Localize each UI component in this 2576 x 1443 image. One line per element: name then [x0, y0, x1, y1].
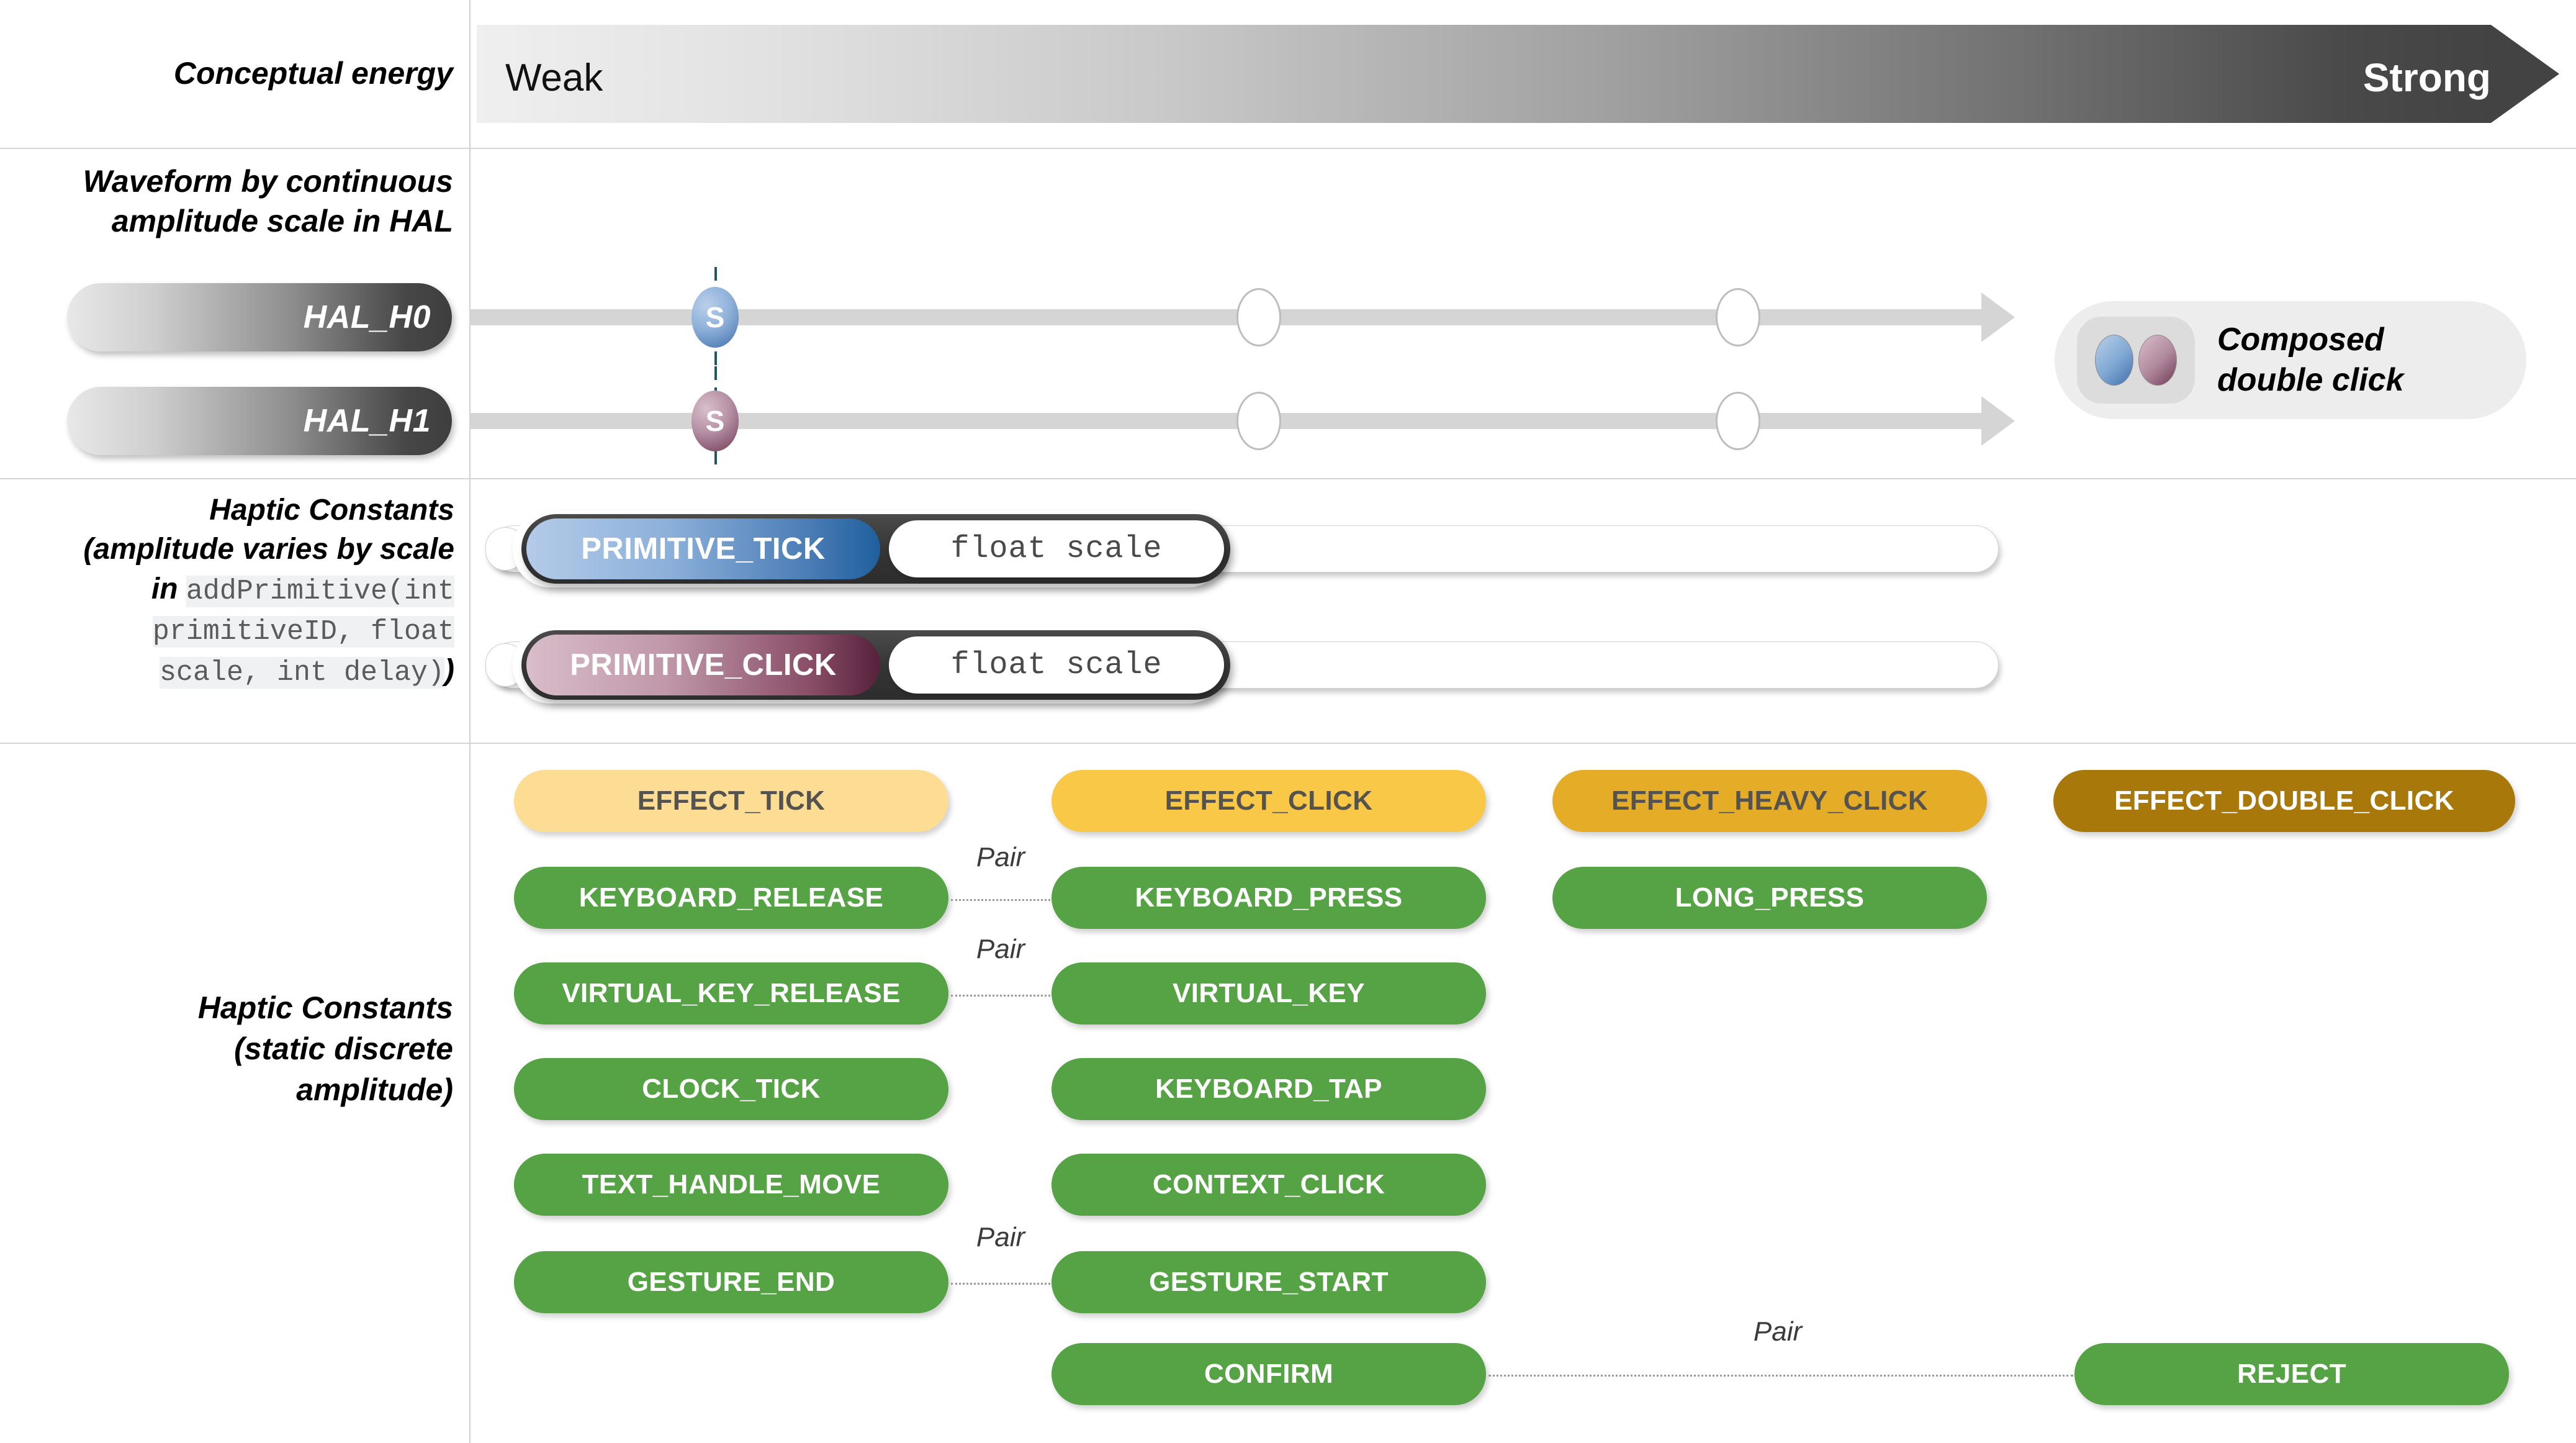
primitive-tick-label: PRIMITIVE_TICK: [581, 532, 826, 566]
primitive-click-param-label: float scale: [950, 647, 1163, 683]
composed-line-2: double click: [2217, 362, 2404, 398]
haptic-static-line-2: (static discrete: [234, 1031, 453, 1066]
hal-track-1-scale-marker[interactable]: S: [691, 391, 739, 451]
effect-heavy-click-label: EFFECT_HEAVY_CLICK: [1611, 785, 1928, 816]
energy-weak-label: Weak: [505, 57, 603, 99]
constant-gesture-end-pill[interactable]: GESTURE_END: [514, 1251, 948, 1313]
constant-keyboard-press-label: KEYBOARD_PRESS: [1135, 882, 1403, 913]
row-label-conceptual-energy: Conceptual energy: [173, 56, 453, 91]
effect-tick-label: EFFECT_TICK: [637, 785, 826, 816]
hal-track-1-arrowhead-icon: [1981, 396, 2015, 446]
hal-track-0-node-1[interactable]: [1236, 288, 1281, 346]
pair-label-keyboard: Pair: [976, 842, 1025, 872]
energy-arrowhead-icon: [2491, 25, 2559, 123]
hal-track-0-scale-marker[interactable]: S: [691, 287, 739, 348]
column-divider: [469, 0, 471, 1443]
row-divider-2: [0, 478, 2576, 479]
haptic-scaled-in-word: in: [151, 572, 186, 605]
row-label-haptic-constants-scaled: Haptic Constants (amplitude varies by sc…: [37, 491, 454, 691]
effect-click-pill[interactable]: EFFECT_CLICK: [1052, 770, 1486, 832]
energy-gradient-bar: [477, 25, 2491, 123]
primitive-tick-param-label: float scale: [950, 531, 1163, 567]
constant-keyboard-tap-label: KEYBOARD_TAP: [1155, 1074, 1382, 1104]
composed-line-1: Composed: [2217, 322, 2384, 358]
primitive-tick-pill[interactable]: PRIMITIVE_TICK: [526, 518, 880, 579]
constant-confirm-label: CONFIRM: [1204, 1359, 1334, 1389]
constant-long-press-pill[interactable]: LONG_PRESS: [1552, 867, 1987, 929]
composed-dot-primitive-click: [2138, 335, 2177, 386]
constant-keyboard-press-pill[interactable]: KEYBOARD_PRESS: [1052, 867, 1486, 929]
row-divider-3: [0, 743, 2576, 744]
primitive-tick-param-chip[interactable]: float scale: [889, 520, 1224, 577]
effect-double-click-label: EFFECT_DOUBLE_CLICK: [2114, 785, 2454, 816]
hal-h1-pill[interactable]: HAL_H1: [67, 387, 452, 455]
haptic-scaled-code: addPrimitive(int primitiveID, float scal…: [152, 575, 454, 689]
row-divider-1: [0, 148, 2576, 149]
constant-text-handle-move-pill[interactable]: TEXT_HANDLE_MOVE: [514, 1154, 948, 1216]
pair-label-gesture: Pair: [976, 1222, 1025, 1252]
primitive-click-pill[interactable]: PRIMITIVE_CLICK: [526, 635, 880, 695]
pair-connector-gesture: [951, 1283, 1050, 1285]
constant-reject-label: REJECT: [2237, 1359, 2346, 1389]
constant-reject-pill[interactable]: REJECT: [2074, 1343, 2509, 1405]
pair-connector-confirm-reject: [1488, 1375, 2073, 1377]
constant-virtual-key-release-label: VIRTUAL_KEY_RELEASE: [562, 978, 901, 1008]
effect-double-click-pill[interactable]: EFFECT_DOUBLE_CLICK: [2053, 770, 2515, 832]
pair-connector-keyboard: [951, 899, 1050, 901]
composed-double-click-text: Composed double click: [2217, 320, 2404, 400]
constant-clock-tick-pill[interactable]: CLOCK_TICK: [514, 1058, 948, 1120]
constant-text-handle-move-label: TEXT_HANDLE_MOVE: [582, 1169, 881, 1200]
row-label-haptic-constants-static: Haptic Constants (static discrete amplit…: [74, 987, 453, 1110]
hal-track-0-scale-marker-label: S: [705, 301, 725, 333]
row-label-waveform: Waveform by continuous amplitude scale i…: [83, 164, 453, 238]
pair-connector-virtual-key: [951, 995, 1050, 997]
composed-double-click-card[interactable]: Composed double click: [2055, 301, 2526, 419]
effect-heavy-click-pill[interactable]: EFFECT_HEAVY_CLICK: [1552, 770, 1987, 832]
haptic-scaled-line-1: Haptic Constants: [209, 494, 454, 527]
constant-keyboard-tap-pill[interactable]: KEYBOARD_TAP: [1052, 1058, 1486, 1120]
constant-gesture-end-label: GESTURE_END: [627, 1267, 835, 1297]
constant-context-click-pill[interactable]: CONTEXT_CLICK: [1052, 1154, 1486, 1216]
haptic-scaled-line-2: (amplitude varies by scale: [83, 533, 454, 566]
effect-click-label: EFFECT_CLICK: [1164, 785, 1373, 816]
pair-label-confirm-reject: Pair: [1753, 1316, 1803, 1347]
conceptual-energy-arrow: Weak Strong: [477, 25, 2559, 123]
constant-keyboard-release-label: KEYBOARD_RELEASE: [579, 882, 884, 913]
constant-gesture-start-pill[interactable]: GESTURE_START: [1052, 1251, 1486, 1313]
composed-double-click-icon: [2077, 317, 2195, 404]
primitive-click-param-chip[interactable]: float scale: [889, 636, 1224, 694]
hal-track-0-node-2[interactable]: [1716, 288, 1760, 346]
energy-strong-label: Strong: [2362, 55, 2491, 100]
hal-track-1-node-1[interactable]: [1236, 392, 1281, 450]
hal-h1-label: HAL_H1: [303, 403, 431, 439]
constant-clock-tick-label: CLOCK_TICK: [642, 1074, 821, 1104]
haptic-static-line-3: amplitude): [296, 1072, 453, 1107]
haptic-scaled-close-paren: ): [444, 653, 454, 687]
hal-track-1-node-2[interactable]: [1716, 392, 1760, 450]
constant-keyboard-release-pill[interactable]: KEYBOARD_RELEASE: [514, 867, 948, 929]
constant-confirm-pill[interactable]: CONFIRM: [1052, 1343, 1486, 1405]
effect-tick-pill[interactable]: EFFECT_TICK: [514, 770, 948, 832]
constant-virtual-key-release-pill[interactable]: VIRTUAL_KEY_RELEASE: [514, 962, 948, 1025]
hal-h0-pill[interactable]: HAL_H0: [67, 283, 452, 351]
hal-track-0-arrowhead-icon: [1981, 292, 2015, 342]
haptic-scaled-line-3: in addPrimitive(int primitiveID, float s…: [37, 569, 454, 691]
hal-h0-label: HAL_H0: [303, 299, 431, 335]
constant-context-click-label: CONTEXT_CLICK: [1152, 1169, 1385, 1200]
haptic-static-line-1: Haptic Constants: [197, 990, 453, 1025]
constant-virtual-key-pill[interactable]: VIRTUAL_KEY: [1052, 962, 1486, 1025]
constant-virtual-key-label: VIRTUAL_KEY: [1173, 978, 1365, 1008]
constant-long-press-label: LONG_PRESS: [1675, 882, 1865, 913]
primitive-click-label: PRIMITIVE_CLICK: [570, 648, 837, 682]
composed-dot-primitive-tick: [2095, 335, 2133, 386]
pair-label-virtual-key: Pair: [976, 934, 1025, 964]
hal-track-1-scale-marker-label: S: [705, 405, 725, 437]
constant-gesture-start-label: GESTURE_START: [1149, 1267, 1389, 1297]
